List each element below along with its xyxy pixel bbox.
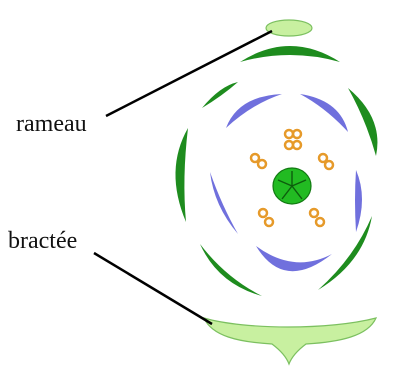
sepal-left: [175, 128, 188, 222]
leader-line-bract: [94, 253, 212, 324]
petal-left: [210, 172, 238, 234]
branch-section: [266, 20, 312, 36]
stamen-upper-left: [251, 154, 266, 168]
label-branch: rameau: [16, 112, 87, 136]
bract: [204, 318, 376, 364]
stamen-lower-right: [310, 209, 324, 226]
petal-bottom: [256, 246, 332, 271]
sepal-bottom-right: [318, 216, 372, 290]
stamen-top: [285, 130, 301, 149]
sepal-top: [240, 46, 340, 62]
stamen-upper-right: [319, 154, 333, 169]
petal-top-left: [226, 94, 282, 128]
sepal-top-left: [202, 82, 238, 108]
label-bract: bractée: [8, 229, 77, 253]
petal-top-right: [300, 94, 348, 132]
sepal-top-right: [348, 88, 377, 156]
sepal-bottom-left: [200, 244, 262, 296]
pistil: [273, 168, 311, 204]
petal-right: [355, 170, 362, 232]
stamen-lower-left: [259, 209, 273, 226]
